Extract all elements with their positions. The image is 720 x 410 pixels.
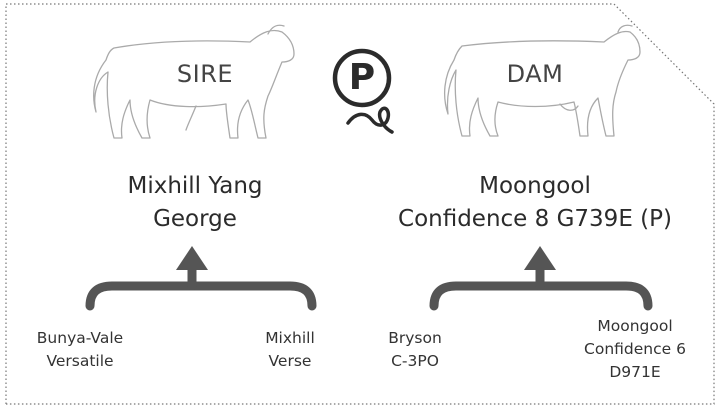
sire-parents-bracket — [85, 261, 317, 311]
dam-parents-bracket — [429, 261, 653, 311]
sire-parent-2: Mixhill Verse — [250, 327, 330, 373]
dam-cow-outline-icon — [443, 24, 641, 137]
dam-label: DAM — [506, 60, 564, 88]
dam-parent-2-line-3: D971E — [609, 363, 661, 381]
polled-symbol-icon — [332, 48, 394, 134]
dotted-border — [5, 3, 715, 405]
dam-parent-1-line-1: Bryson — [388, 329, 442, 347]
sire-parent-1-line-1: Bunya-Vale — [36, 329, 124, 347]
sire-parent-1-line-2: Versatile — [46, 352, 114, 370]
sire-parent-2-line-2: Verse — [268, 352, 312, 370]
sire-parent-1: Bunya-Vale Versatile — [20, 327, 140, 373]
dam-name-line-1: Moongool — [479, 173, 591, 199]
dam-name-line-2: Confidence 8 G739E (P) — [398, 206, 672, 232]
dam-parent-2: Moongool Confidence 6 D971E — [575, 315, 695, 384]
sire-label: SIRE — [176, 60, 234, 88]
polled-symbol-letter: P — [348, 57, 376, 98]
sire-arrow-head-icon — [176, 246, 208, 270]
sire-name: Mixhill Yang George — [95, 170, 295, 236]
dam-name: Moongool Confidence 8 G739E (P) — [365, 170, 705, 236]
dam-parent-1: Bryson C-3PO — [370, 327, 460, 373]
dam-parent-1-line-2: C-3PO — [391, 352, 439, 370]
dam-parent-2-line-2: Confidence 6 — [584, 340, 686, 358]
sire-name-line-2: George — [153, 206, 237, 232]
dam-arrow-head-icon — [524, 246, 556, 270]
sire-bull-outline-icon — [93, 24, 295, 139]
sire-parent-2-line-1: Mixhill — [265, 329, 315, 347]
dam-parent-2-line-1: Moongool — [597, 317, 673, 335]
sire-name-line-1: Mixhill Yang — [127, 173, 263, 199]
